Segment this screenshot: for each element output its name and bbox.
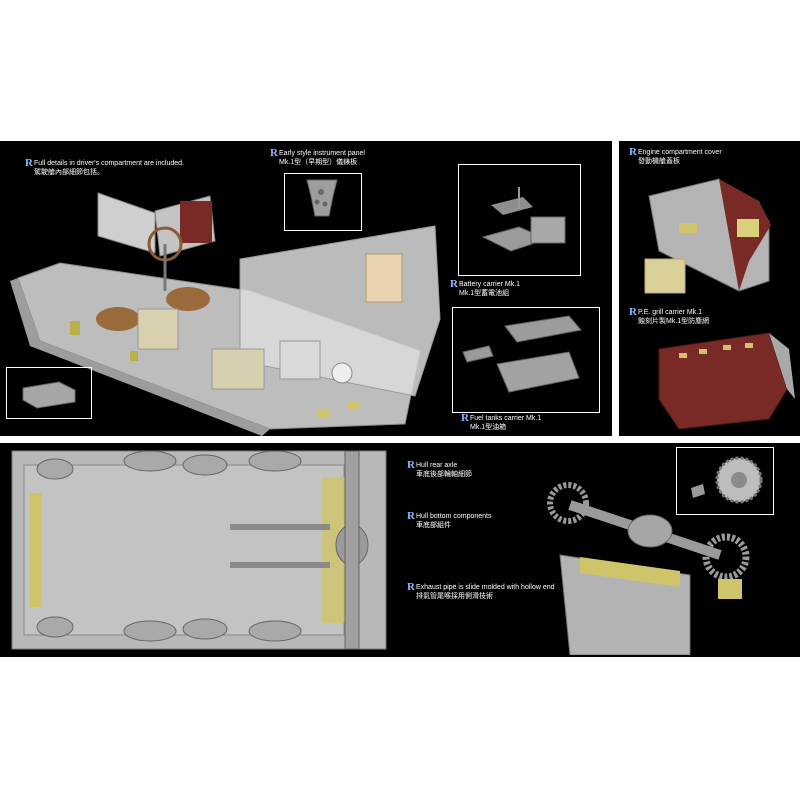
engine-cover-render xyxy=(644,178,771,294)
battery-carrier-callout: R Battery carrier Mk.1 Mk.1型蓄電池組 xyxy=(450,278,521,298)
exhaust-pipe-callout: R Exhaust pipe is slide molded with holl… xyxy=(407,581,555,601)
sprocket-inset xyxy=(676,447,774,515)
callout-text-zh: Mk.1型油箱 xyxy=(470,424,507,431)
callout-text-zh: 車底部組件 xyxy=(416,522,451,529)
r-marker: R xyxy=(461,412,469,424)
hull-bottom-panel: R Hull rear axle 車底後部輪軸細節 R Hull bottom … xyxy=(0,443,800,657)
callout-text-zh: 駕駛艙內部細節包括。 xyxy=(34,169,104,176)
callout-text-en: Hull rear axle xyxy=(416,462,458,469)
callout-text-zh: Mk.1型（早期型）儀錶板 xyxy=(279,159,358,166)
fuel-tanks-part xyxy=(462,315,582,393)
r-marker: R xyxy=(407,581,415,593)
callout-text-zh: 車底後部輪軸細節 xyxy=(416,471,472,478)
engine-panel: R Engine compartment cover 發動機艙蓋板 R P.E.… xyxy=(619,141,800,436)
callout-text-en: Exhaust pipe is slide molded with hollow… xyxy=(416,584,555,591)
r-marker: R xyxy=(270,147,278,159)
instrument-panel-callout: R Early style instrument panel Mk.1型（早期型… xyxy=(270,147,365,167)
small-part-inset xyxy=(6,367,92,419)
sprocket-part xyxy=(691,456,763,504)
r-marker: R xyxy=(407,510,415,522)
interior-panel: R Full details in driver's compartment a… xyxy=(0,141,612,436)
callout-text-en: Engine compartment cover xyxy=(638,149,722,156)
fuel-tanks-callout: R Fuel tanks carrier Mk.1 Mk.1型油箱 xyxy=(461,412,542,432)
battery-carrier-part xyxy=(481,187,566,252)
r-marker: R xyxy=(629,306,637,318)
callout-text-zh: 發動機艙蓋板 xyxy=(638,158,680,165)
callout-text-en: P.E. grill carrier Mk.1 xyxy=(638,309,703,316)
hull-interior-render xyxy=(10,192,441,436)
instrument-panel-part xyxy=(306,179,338,217)
callout-text-en: Hull bottom components xyxy=(416,513,492,520)
engine-cover-callout: R Engine compartment cover 發動機艙蓋板 xyxy=(629,146,722,166)
r-marker: R xyxy=(629,146,637,158)
callout-text-en: Early style instrument panel xyxy=(279,150,365,157)
callout-text-en: Fuel tanks carrier Mk.1 xyxy=(470,415,542,422)
r-marker: R xyxy=(407,459,415,471)
hull-bottom-render xyxy=(11,450,387,650)
grill-carrier-callout: R P.E. grill carrier Mk.1 蝕刻片製Mk.1型防塵網 xyxy=(629,306,710,326)
driver-compartment-callout: R Full details in driver's compartment a… xyxy=(25,157,184,177)
r-marker: R xyxy=(450,278,458,290)
fuel-tanks-inset xyxy=(452,307,600,413)
callout-text-en: Battery carrier Mk.1 xyxy=(459,281,521,288)
small-part xyxy=(22,381,76,409)
rear-axle-callout: R Hull rear axle 車底後部輪軸細節 xyxy=(407,459,472,479)
instrument-panel-inset xyxy=(284,173,362,231)
callout-text-zh: 蝕刻片製Mk.1型防塵網 xyxy=(638,318,710,325)
callout-text-zh: Mk.1型蓄電池組 xyxy=(459,290,510,297)
r-marker: R xyxy=(25,157,33,169)
hull-bottom-callout: R Hull bottom components 車底部組件 xyxy=(407,510,492,530)
battery-carrier-inset xyxy=(458,164,581,276)
callout-text-zh: 排氣管尾喉採用側滑技術 xyxy=(416,593,493,600)
rear-axle-render xyxy=(547,482,750,655)
callout-text-en: Full details in driver's compartment are… xyxy=(34,160,184,167)
grill-carrier-render xyxy=(658,332,795,430)
